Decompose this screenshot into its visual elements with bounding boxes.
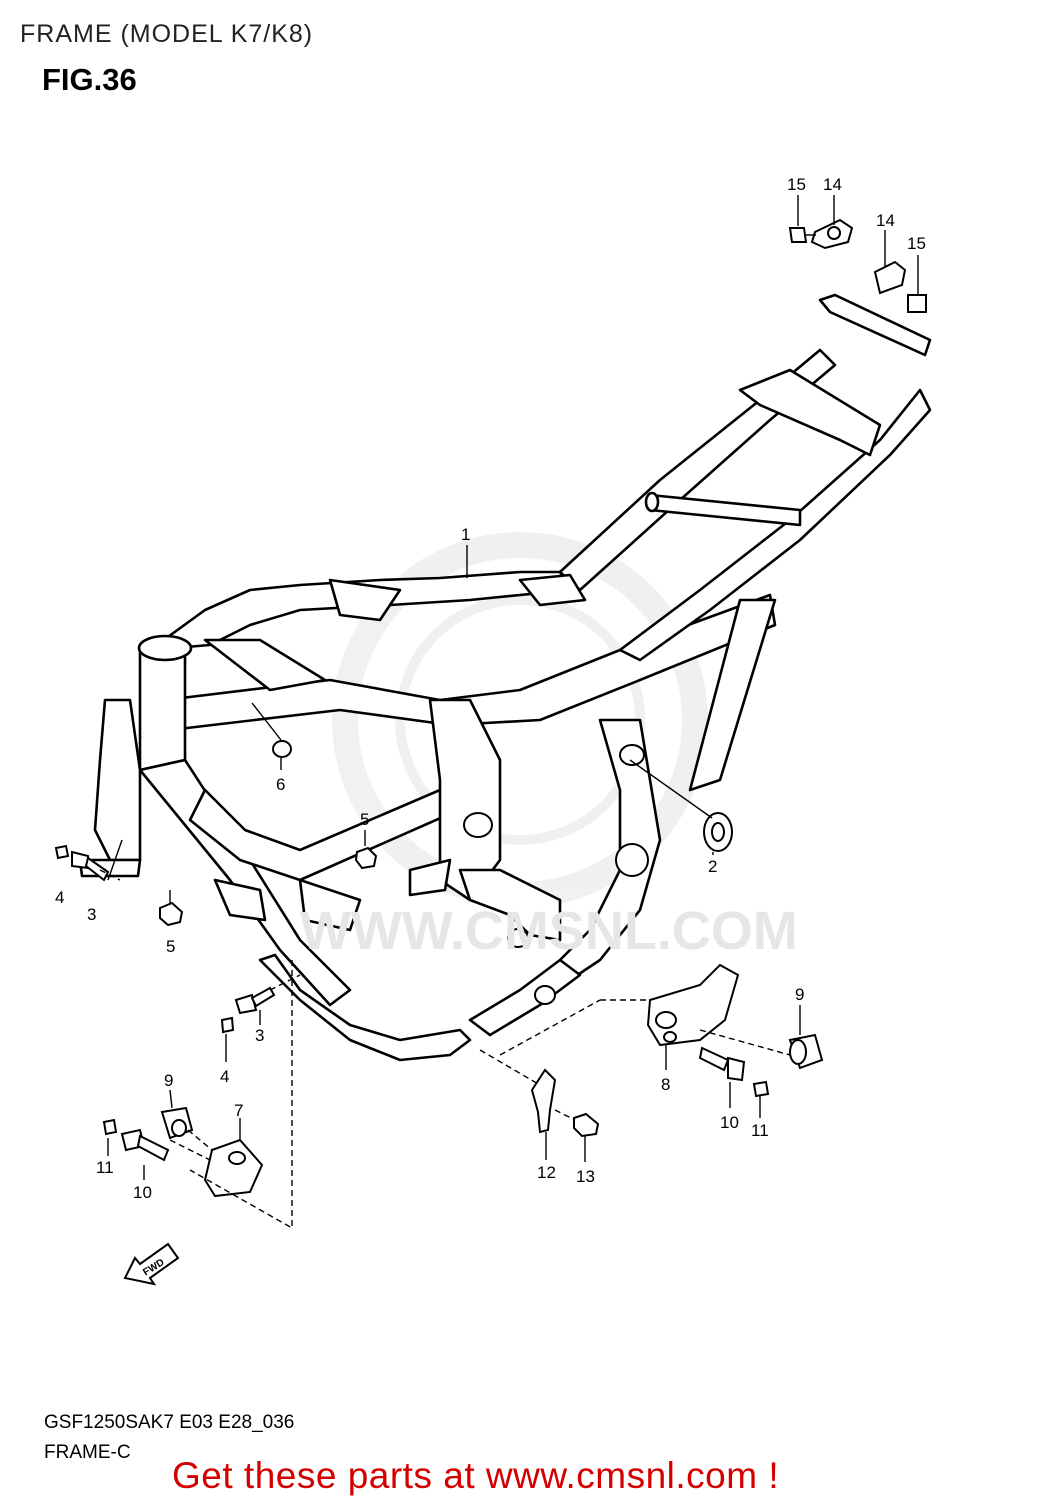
callout-9-right: 9: [795, 985, 804, 1004]
figure-number: FIG.36: [42, 62, 137, 97]
part-4-cap-centre: [220, 1016, 235, 1034]
part-10-bolt-right: [698, 1046, 746, 1082]
callout-15-top: 15: [787, 175, 806, 194]
part-9-bushing-right: [788, 1033, 824, 1070]
promo-link[interactable]: Get these parts at www.cmsnl.com !: [172, 1455, 780, 1496]
watermark-text: WWW.CMSNL.COM: [300, 901, 798, 961]
callout-4-centre: 4: [220, 1067, 229, 1086]
callout-5-mid: 5: [360, 810, 369, 829]
main-frame: [78, 293, 932, 1062]
fwd-arrow-icon: FWD: [123, 1242, 180, 1286]
part-11-nut-left: [102, 1118, 118, 1136]
part-4-cap-left: [54, 844, 70, 860]
part-14-rubber-top: [810, 218, 854, 250]
part-3-bolt-left: [71, 850, 110, 882]
callout-14-top: 14: [823, 175, 842, 194]
part-8-bracket-right: [646, 963, 740, 1047]
callout-12: 12: [537, 1163, 556, 1182]
callout-9-left: 9: [164, 1071, 173, 1090]
part-6-plug: [272, 740, 292, 758]
callout-10-left: 10: [133, 1183, 152, 1202]
part-11-nut-right: [752, 1080, 770, 1098]
callout-15-right: 15: [907, 234, 926, 253]
callout-11-right: 11: [751, 1121, 769, 1140]
part-12-bracket: [530, 1068, 557, 1134]
callout-1: 1: [461, 525, 470, 544]
callout-4-left: 4: [55, 888, 64, 907]
callout-10-right: 10: [720, 1113, 739, 1132]
callout-5-left: 5: [166, 937, 175, 956]
callout-14-right: 14: [876, 211, 895, 230]
callout-3-centre: 3: [255, 1026, 264, 1045]
page-title: FRAME (MODEL K7/K8): [20, 20, 314, 48]
model-code: GSF1250SAK7 E03 E28_036: [44, 1412, 295, 1433]
callout-7: 7: [234, 1101, 243, 1120]
callout-11-left: 11: [96, 1158, 114, 1177]
part-3-bolt-centre: [234, 986, 276, 1015]
part-5-nut-mid: [354, 846, 378, 870]
callout-2: 2: [708, 857, 717, 876]
part-10-bolt-left: [120, 1128, 170, 1162]
part-9-bushing-left: [160, 1106, 194, 1140]
part-13-bolt: [573, 1112, 600, 1138]
part-2-washer: [703, 812, 733, 852]
callout-8: 8: [661, 1075, 670, 1094]
callouts: 1 2 3 3 4 4 5 5 6 7 8 9 9 10 10 11 11 12…: [55, 175, 926, 1202]
callout-13: 13: [576, 1167, 595, 1186]
part-7-bracket-left: [203, 1138, 264, 1198]
part-15-bolt-top: [788, 227, 816, 243]
part-5-nut-left: [159, 901, 184, 927]
callout-3-left: 3: [87, 905, 96, 924]
section-label: FRAME-C: [44, 1442, 131, 1463]
leader-lines: [99, 195, 919, 1230]
part-15-bolt-right: [907, 294, 927, 313]
part-14-rubber-right: [873, 260, 907, 295]
callout-6: 6: [276, 775, 285, 794]
